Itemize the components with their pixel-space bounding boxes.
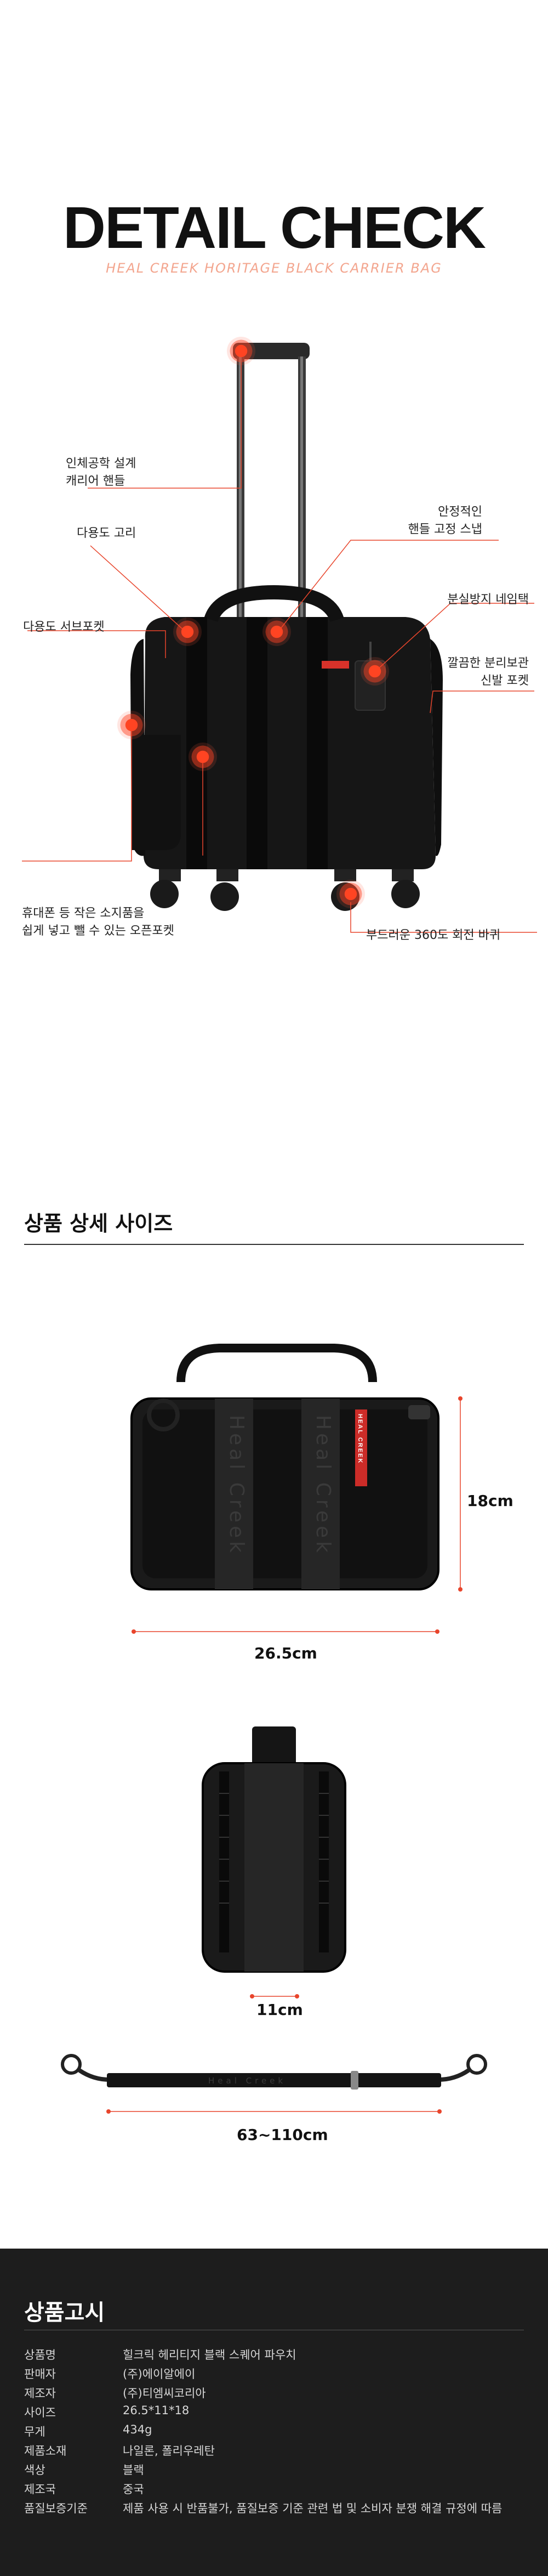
notice-key: 사이즈 — [24, 2406, 56, 2419]
pouch-front-brand-text-right: Heal Creek — [312, 1415, 334, 1556]
notice-row: 품질보증기준 제품 사용 시 반품불가, 품질보증 기준 관련 법 및 소비자 … — [24, 2500, 524, 2518]
callout-handle-snap: 안정적인 핸들 고정 스냅 — [408, 505, 482, 536]
notice-row: 판매자 (주)에이알에이 — [24, 2365, 524, 2384]
highlight-dot-snap — [262, 618, 291, 646]
notice-value: 나일론, 폴리우레탄 — [123, 2444, 215, 2458]
notice-row: 상품명 힐크릭 헤리티지 블랙 스퀘어 파우치 — [24, 2346, 524, 2365]
notice-key: 제조자 — [24, 2387, 56, 2400]
highlight-dot-handle — [227, 337, 255, 365]
notice-value: 힐크릭 헤리티지 블랙 스퀘어 파우치 — [123, 2348, 296, 2362]
callout-open-pocket: 휴대폰 등 작은 소지품을 쉽게 넣고 뺄 수 있는 오픈포켓 — [22, 907, 174, 938]
highlight-dot-subpocket — [117, 711, 146, 739]
strap-brand-text: Heal Creek — [208, 2076, 286, 2086]
notice-value: 제품 사용 시 반품불가, 품질보증 기준 관련 법 및 소비자 분쟁 해결 규… — [123, 2502, 503, 2515]
pouch-front-illustration: Heal Creek Heal Creek HEAL CREEK — [130, 1344, 463, 1634]
notice-key: 제품소재 — [24, 2444, 67, 2458]
detail-check-section: DETAIL CHECK HEAL CREEK HORITAGE BLACK C… — [0, 0, 548, 1097]
notice-row: 제조국 중국 — [24, 2481, 524, 2499]
strap-illustration: Heal Creek — [61, 2054, 487, 2114]
size-title: 상품 상세 사이즈 — [24, 1211, 173, 1236]
notice-key: 품질보증기준 — [24, 2502, 88, 2515]
notice-value: (주)에이알에이 — [123, 2368, 196, 2381]
dim-height: 18cm — [467, 1492, 513, 1510]
notice-row: 무게 434g — [24, 2423, 524, 2442]
notice-value: 434g — [123, 2423, 152, 2436]
notice-row: 색상 블랙 — [24, 2461, 524, 2480]
notice-row: 제품소재 나일론, 폴리우레탄 — [24, 2442, 524, 2461]
callout-ergonomic-handle: 인체공학 설계 캐리어 핸들 — [66, 457, 136, 488]
dim-depth: 11cm — [256, 2001, 303, 2019]
highlight-dot-nametag — [361, 657, 389, 686]
notice-value: 26.5*11*18 — [123, 2404, 190, 2417]
notice-key: 상품명 — [24, 2348, 56, 2362]
highlight-dot-wheel — [336, 880, 365, 908]
product-notice-section: 상품고시 상품명 힐크릭 헤리티지 블랙 스퀘어 파우치 판매자 (주)에이알에… — [0, 2249, 548, 2576]
pouch-side-illustration — [202, 1726, 346, 1998]
notice-key: 제조국 — [24, 2483, 56, 2496]
dim-strap: 63~110cm — [237, 2126, 328, 2144]
notice-key: 무게 — [24, 2425, 45, 2438]
highlight-dot-openpocket — [189, 743, 217, 771]
pouch-front-brand-text-left: Heal Creek — [225, 1415, 248, 1556]
notice-key: 색상 — [24, 2464, 45, 2477]
callout-name-tag: 분실방지 네임택 — [447, 593, 529, 607]
notice-key: 판매자 — [24, 2368, 56, 2381]
pouch-front-tag-text: HEAL CREEK — [357, 1414, 363, 1464]
detail-subtitle: HEAL CREEK HORITAGE BLACK CARRIER BAG — [106, 261, 442, 276]
notice-title: 상품고시 — [24, 2300, 105, 2325]
size-title-rule — [24, 1244, 524, 1245]
callout-shoe-pocket: 깔끔한 분리보관 신발 포켓 — [447, 656, 529, 688]
highlight-dot-ring — [173, 618, 202, 646]
notice-row: 제조자 (주)티엠씨코리아 — [24, 2385, 524, 2403]
callout-wheels: 부드러운 360도 회전 바퀴 — [366, 929, 501, 942]
notice-value: 중국 — [123, 2483, 144, 2496]
callout-sub-pocket: 다용도 서브포켓 — [23, 620, 105, 634]
dim-width: 26.5cm — [254, 1644, 317, 1662]
detail-title: DETAIL CHECK — [62, 194, 486, 261]
notice-value: (주)티엠씨코리아 — [123, 2387, 206, 2400]
notice-row: 사이즈 26.5*11*18 — [24, 2404, 524, 2422]
callout-multi-ring: 다용도 고리 — [77, 526, 136, 540]
notice-value: 블랙 — [123, 2464, 144, 2477]
